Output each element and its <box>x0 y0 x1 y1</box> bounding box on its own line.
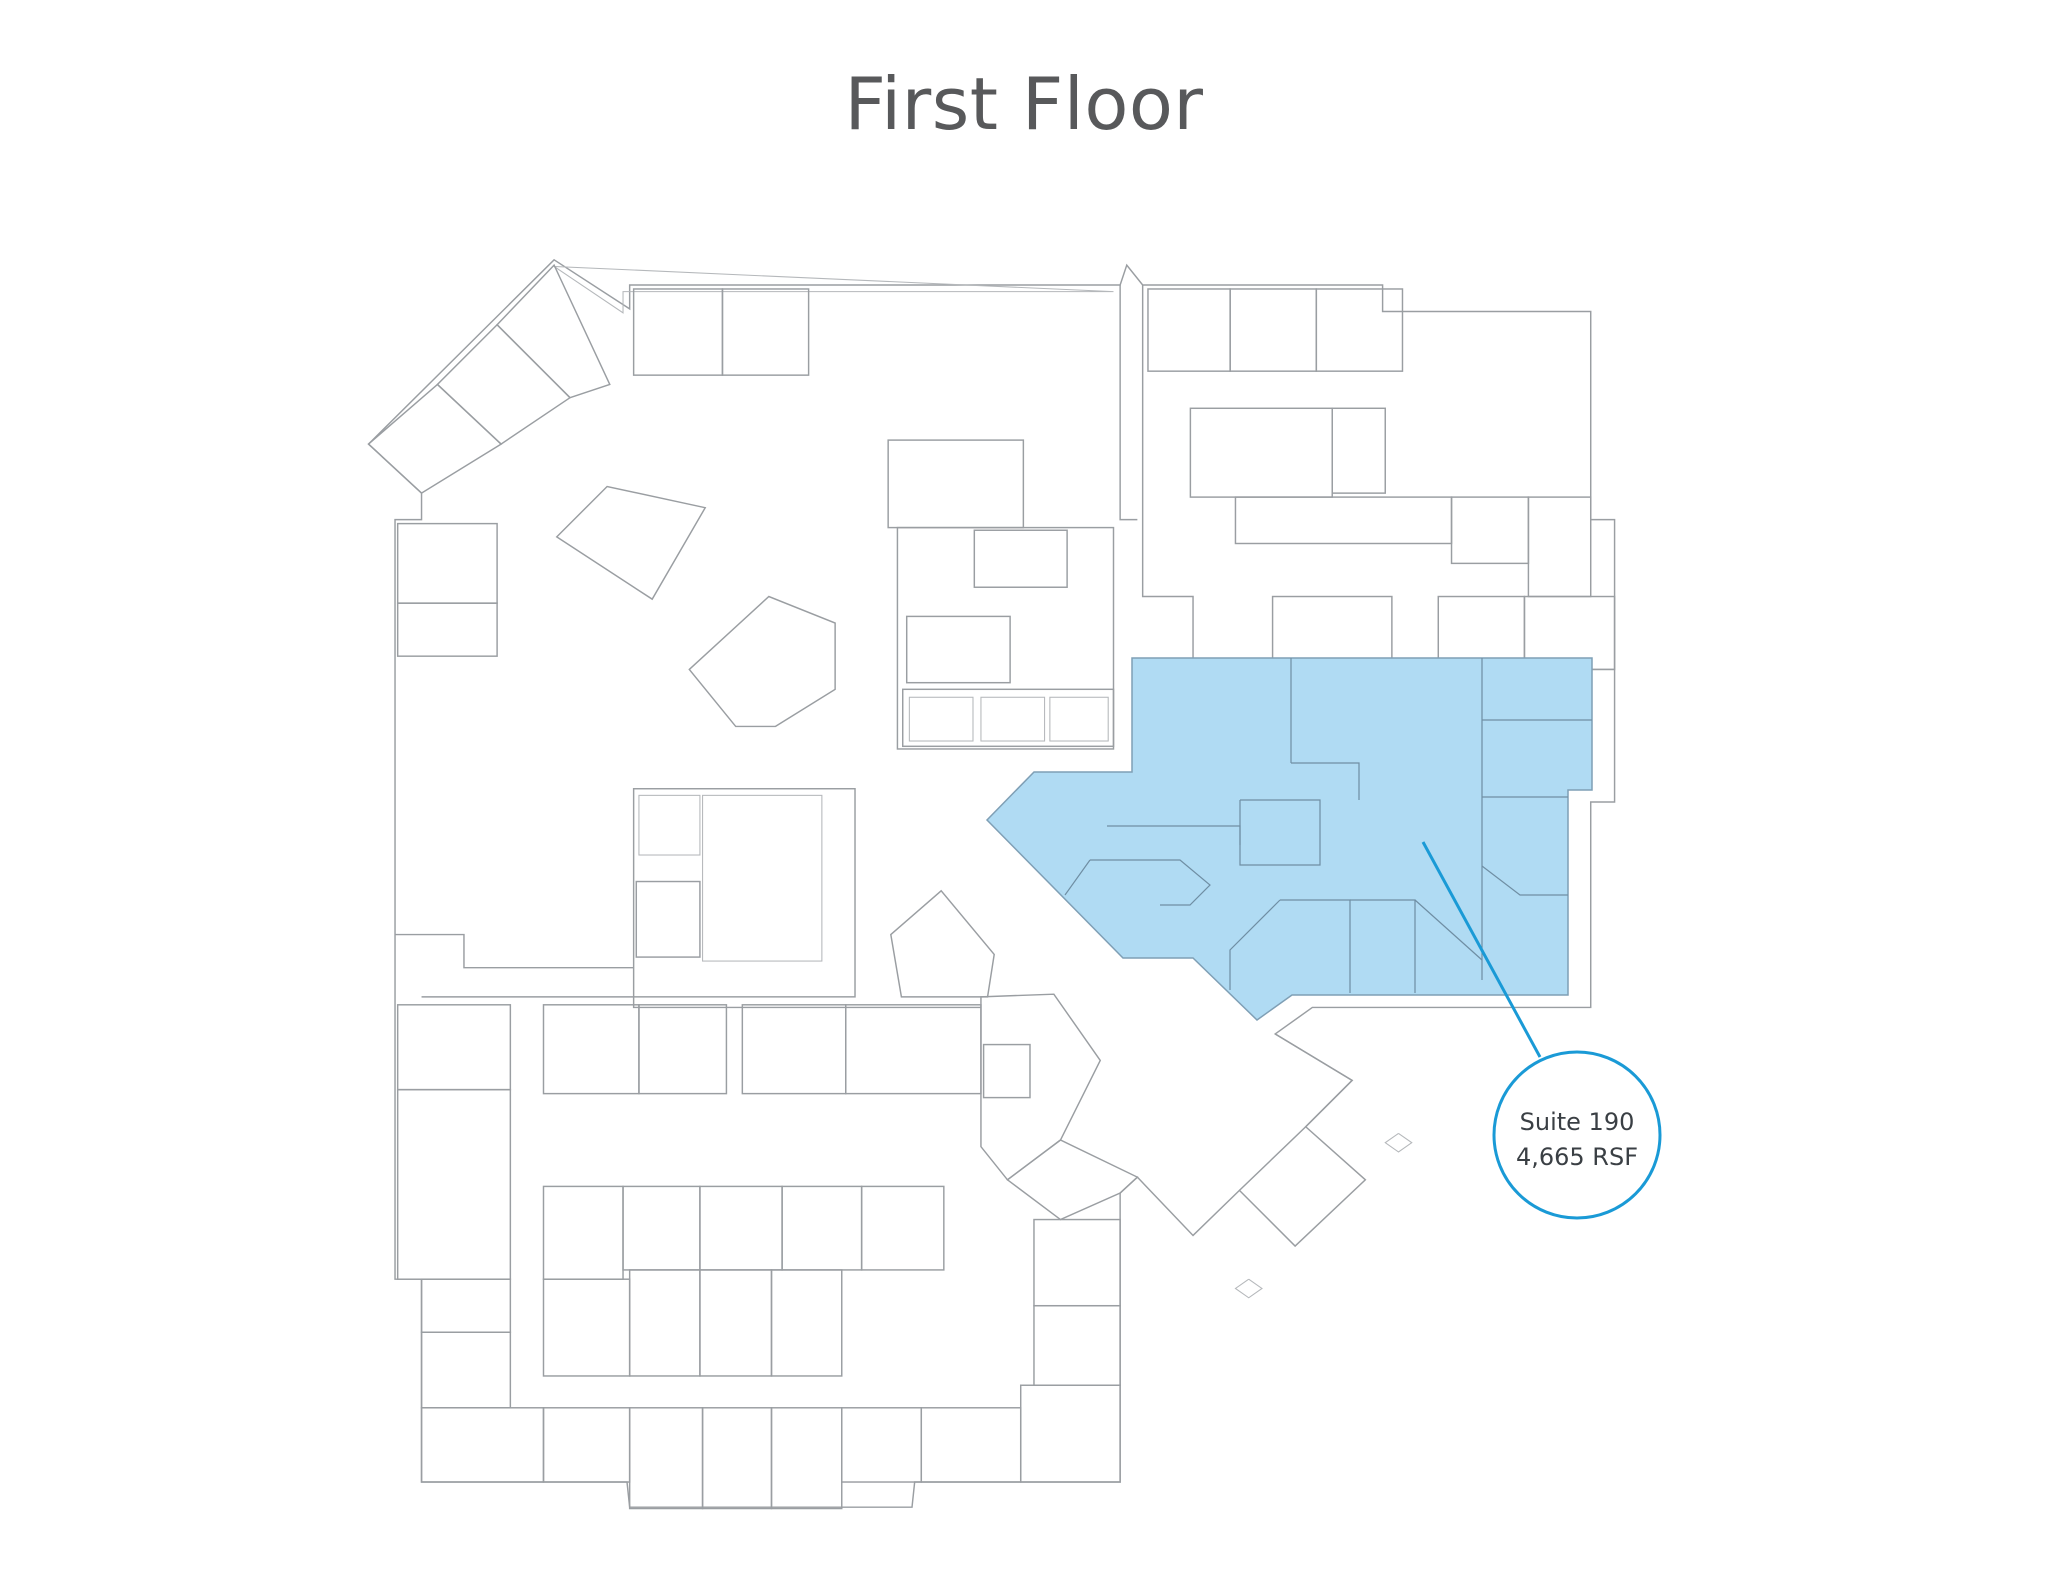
suite-name-label: Suite 190 <box>1519 1108 1635 1136</box>
suite-callout <box>1421 841 1662 1220</box>
page-title: First Floor <box>844 62 1204 146</box>
callout-circle <box>1492 1050 1662 1220</box>
building-walls <box>367 258 1616 1510</box>
rooms <box>367 263 1616 1510</box>
suite-190-area[interactable] <box>985 657 1593 1021</box>
suite-interior-walls <box>1064 658 1592 993</box>
suite-area-label: 4,665 RSF <box>1515 1143 1639 1171</box>
suite-highlight[interactable] <box>985 657 1593 1021</box>
callout-leader-line <box>1421 841 1542 1058</box>
